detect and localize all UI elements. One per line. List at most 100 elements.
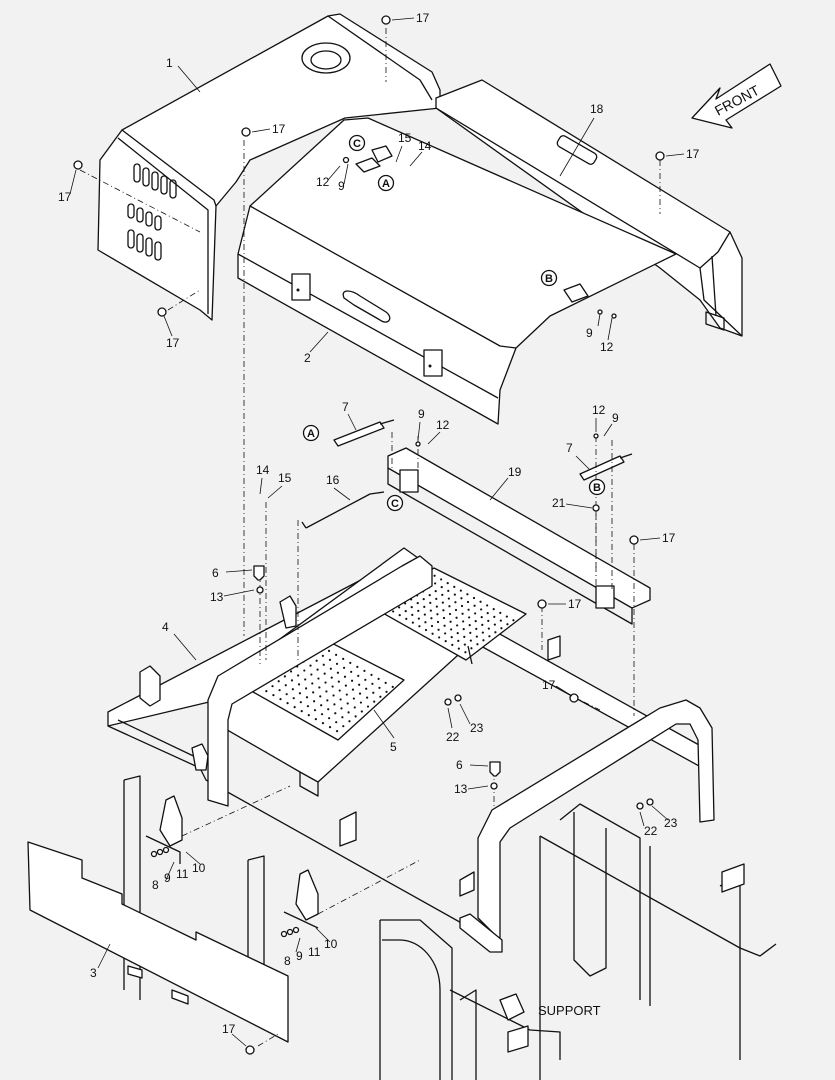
perforation-hole bbox=[424, 621, 427, 624]
perforation-hole bbox=[298, 692, 302, 695]
part-label: 19 bbox=[508, 465, 522, 479]
svg-text:B: B bbox=[545, 273, 553, 285]
perforation-hole bbox=[463, 635, 466, 638]
perforation-hole bbox=[398, 606, 401, 609]
perforation-hole bbox=[335, 662, 339, 665]
perforation-hole bbox=[500, 627, 503, 630]
perforation-hole bbox=[290, 679, 294, 682]
part-18-side-cover bbox=[435, 79, 743, 337]
perforation-hole bbox=[457, 639, 460, 642]
perforation-hole bbox=[346, 702, 349, 705]
perforation-hole bbox=[320, 713, 324, 716]
perforation-hole bbox=[349, 661, 352, 665]
perforation-hole bbox=[428, 594, 431, 597]
leader-line bbox=[603, 423, 613, 437]
hinge-bracket-c bbox=[355, 145, 393, 173]
latch-assembly-left bbox=[145, 795, 183, 864]
perforation-hole bbox=[326, 699, 329, 702]
support-structure bbox=[123, 775, 777, 1080]
part-label: 15 bbox=[278, 471, 292, 485]
left-roll-bar-frame bbox=[207, 555, 433, 807]
perforation-hole bbox=[446, 582, 449, 585]
assembly-lines bbox=[79, 28, 661, 1047]
perforation-hole bbox=[450, 636, 453, 639]
perforation-hole bbox=[468, 616, 471, 619]
perforation-hole bbox=[398, 614, 401, 617]
perforation-hole bbox=[319, 695, 322, 698]
perforation-hole bbox=[378, 686, 381, 689]
perforation-hole bbox=[447, 597, 450, 600]
part-label: 10 bbox=[324, 937, 338, 951]
perforation-hole bbox=[474, 612, 477, 615]
part-label: 9 bbox=[612, 411, 619, 425]
leader-line bbox=[173, 633, 197, 661]
perforation-hole bbox=[328, 717, 331, 720]
perforation-hole bbox=[339, 698, 342, 701]
leader-line bbox=[565, 503, 593, 509]
perforation-hole bbox=[292, 697, 295, 700]
perforation-hole bbox=[431, 632, 434, 635]
part-label: 4 bbox=[162, 620, 169, 634]
perforation-hole bbox=[455, 616, 458, 619]
perforation-hole bbox=[462, 628, 465, 631]
perforation-hole bbox=[410, 606, 413, 609]
perforation-hole bbox=[440, 586, 443, 589]
detail-marker-b-mid: B bbox=[588, 478, 606, 496]
perforation-hole bbox=[440, 578, 443, 581]
part-label: 5 bbox=[390, 740, 397, 754]
perforation-hole bbox=[506, 623, 509, 626]
part-number-labels: 17 1 17 17 15 14 12 9 18 17 2 17 9 12 7 … bbox=[58, 11, 700, 1036]
perforation-hole bbox=[278, 689, 281, 692]
perforation-hole bbox=[436, 613, 439, 616]
perforation-hole bbox=[453, 585, 456, 588]
part-label: 18 bbox=[590, 102, 604, 116]
perforation-hole bbox=[337, 680, 340, 683]
perforation-hole bbox=[430, 617, 433, 620]
latch-assembly-right bbox=[283, 869, 319, 929]
perforation-hole bbox=[392, 610, 395, 613]
perforation-hole bbox=[313, 709, 317, 712]
leader-line bbox=[391, 17, 415, 21]
fasteners bbox=[73, 15, 665, 1055]
perforation-hole bbox=[486, 604, 489, 607]
perforation-hole bbox=[456, 632, 459, 635]
perforation-hole bbox=[327, 708, 330, 711]
perforation-hole bbox=[311, 682, 314, 685]
part-label: 11 bbox=[308, 945, 321, 959]
perforation-hole bbox=[481, 631, 484, 634]
perforation-hole bbox=[333, 703, 336, 706]
perforation-hole bbox=[314, 717, 317, 721]
perforation-hole bbox=[338, 689, 341, 692]
perforation-hole bbox=[293, 705, 296, 709]
perforation-hole bbox=[309, 664, 312, 667]
perforation-hole bbox=[305, 687, 308, 690]
part-label: 9 bbox=[164, 871, 171, 885]
perforation-hole bbox=[359, 701, 363, 704]
perforation-hole bbox=[351, 688, 355, 691]
perforation-hole bbox=[467, 608, 470, 611]
leader-line bbox=[267, 485, 283, 499]
part-19-cross-bar bbox=[387, 447, 651, 625]
perforation-hole bbox=[316, 668, 319, 671]
perforation-hole bbox=[457, 647, 460, 650]
perforation-hole bbox=[352, 697, 355, 700]
perforation-hole bbox=[441, 601, 444, 604]
perforation-hole bbox=[318, 686, 321, 689]
perforation-hole bbox=[310, 673, 313, 676]
perforation-hole bbox=[365, 687, 368, 690]
bonnet-vent-slots bbox=[127, 163, 177, 261]
part-label: 17 bbox=[222, 1022, 236, 1036]
part-label: 9 bbox=[296, 949, 303, 963]
perforation-hole bbox=[433, 574, 436, 577]
perforation-hole bbox=[411, 613, 414, 616]
perforation-hole bbox=[499, 611, 502, 614]
perforation-hole bbox=[404, 610, 407, 613]
leader-line bbox=[467, 785, 489, 790]
perforation-hole bbox=[480, 608, 483, 611]
perforation-hole bbox=[357, 674, 360, 677]
part-1-side-bonnet bbox=[97, 13, 441, 321]
perforation-hole bbox=[353, 706, 356, 709]
perforation-hole bbox=[283, 675, 286, 678]
part-label: 7 bbox=[342, 400, 349, 414]
leader-line bbox=[69, 169, 77, 195]
